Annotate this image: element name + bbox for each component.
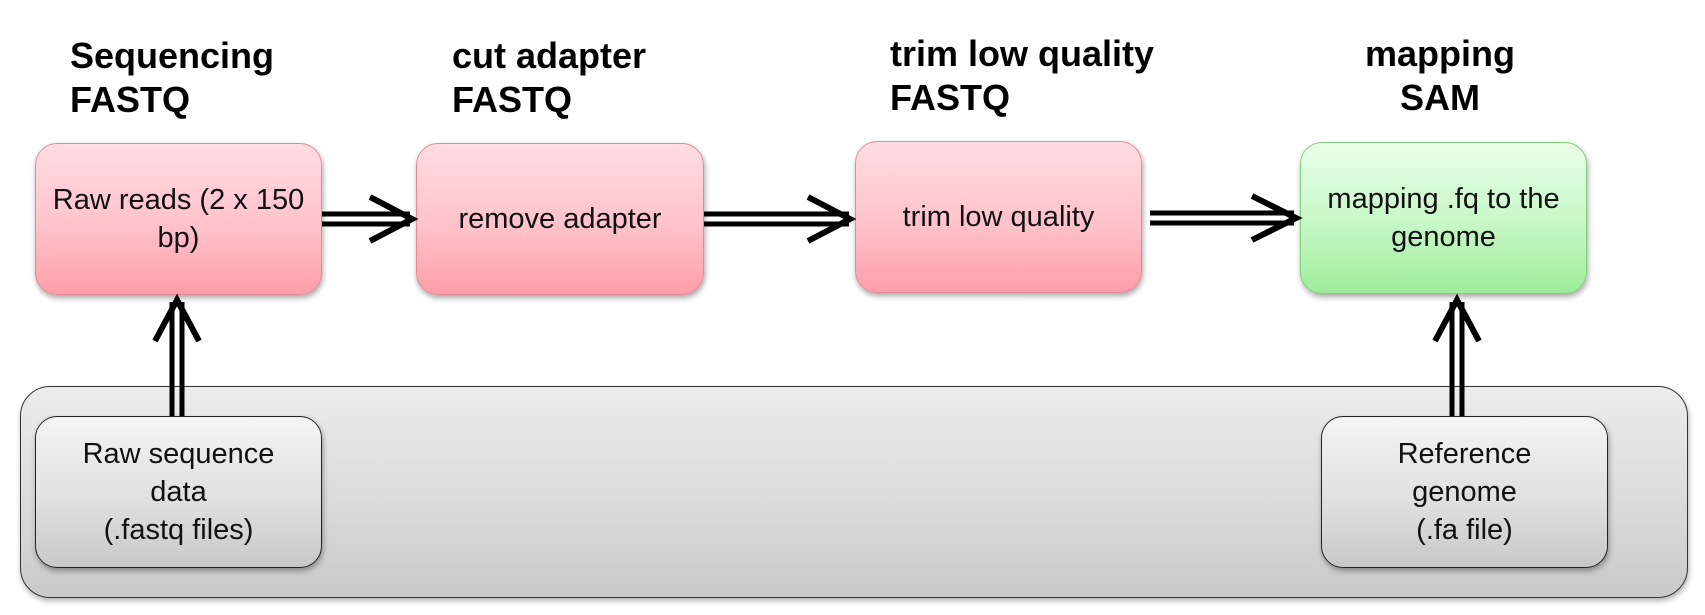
box-remove-adapter: remove adapter [416, 143, 704, 295]
arrow-up-icon [1432, 293, 1482, 416]
stage-title-sequencing: Sequencing FASTQ [70, 34, 274, 122]
input-line1: Reference [1397, 438, 1532, 470]
input-line1: Raw sequence [82, 438, 275, 470]
stage-title-line1: mapping [1365, 33, 1515, 74]
box-raw-reads-text: Raw reads (2 x 150 bp) [52, 184, 305, 254]
input-line2: data [150, 476, 207, 508]
input-line3: (.fastq files) [103, 514, 254, 546]
stage-title-trim-low-quality: trim low quality FASTQ [890, 32, 1154, 120]
arrow-up-icon [152, 293, 202, 416]
box-reference-genome: Reference genome (.fa file) [1321, 416, 1608, 568]
arrow-right-icon [1150, 193, 1303, 243]
stage-title-line2: SAM [1400, 77, 1480, 118]
stage-title-line2: FASTQ [890, 77, 1011, 118]
stage-title-mapping: mapping SAM [1340, 32, 1540, 120]
input-line3: (.fa file) [1416, 514, 1513, 546]
box-remove-adapter-text: remove adapter [458, 203, 662, 235]
box-mapping: mapping .fq to the genome [1300, 142, 1587, 294]
stage-title-cut-adapter: cut adapter FASTQ [452, 34, 646, 122]
stage-title-line2: FASTQ [70, 79, 191, 120]
box-raw-sequence-data: Raw sequence data (.fastq files) [35, 416, 322, 568]
box-trim-low-quality: trim low quality [855, 141, 1142, 293]
stage-title-line1: cut adapter [452, 35, 647, 76]
stage-title-line1: trim low quality [890, 33, 1155, 74]
box-mapping-text: mapping .fq to the genome [1327, 183, 1560, 253]
stage-title-line1: Sequencing [70, 35, 275, 76]
stage-title-line2: FASTQ [452, 79, 573, 120]
box-raw-reads: Raw reads (2 x 150 bp) [35, 143, 322, 295]
arrow-right-icon [704, 194, 857, 244]
arrow-right-icon [322, 194, 419, 244]
box-trim-low-quality-text: trim low quality [902, 201, 1095, 233]
input-line2: genome [1412, 476, 1517, 508]
